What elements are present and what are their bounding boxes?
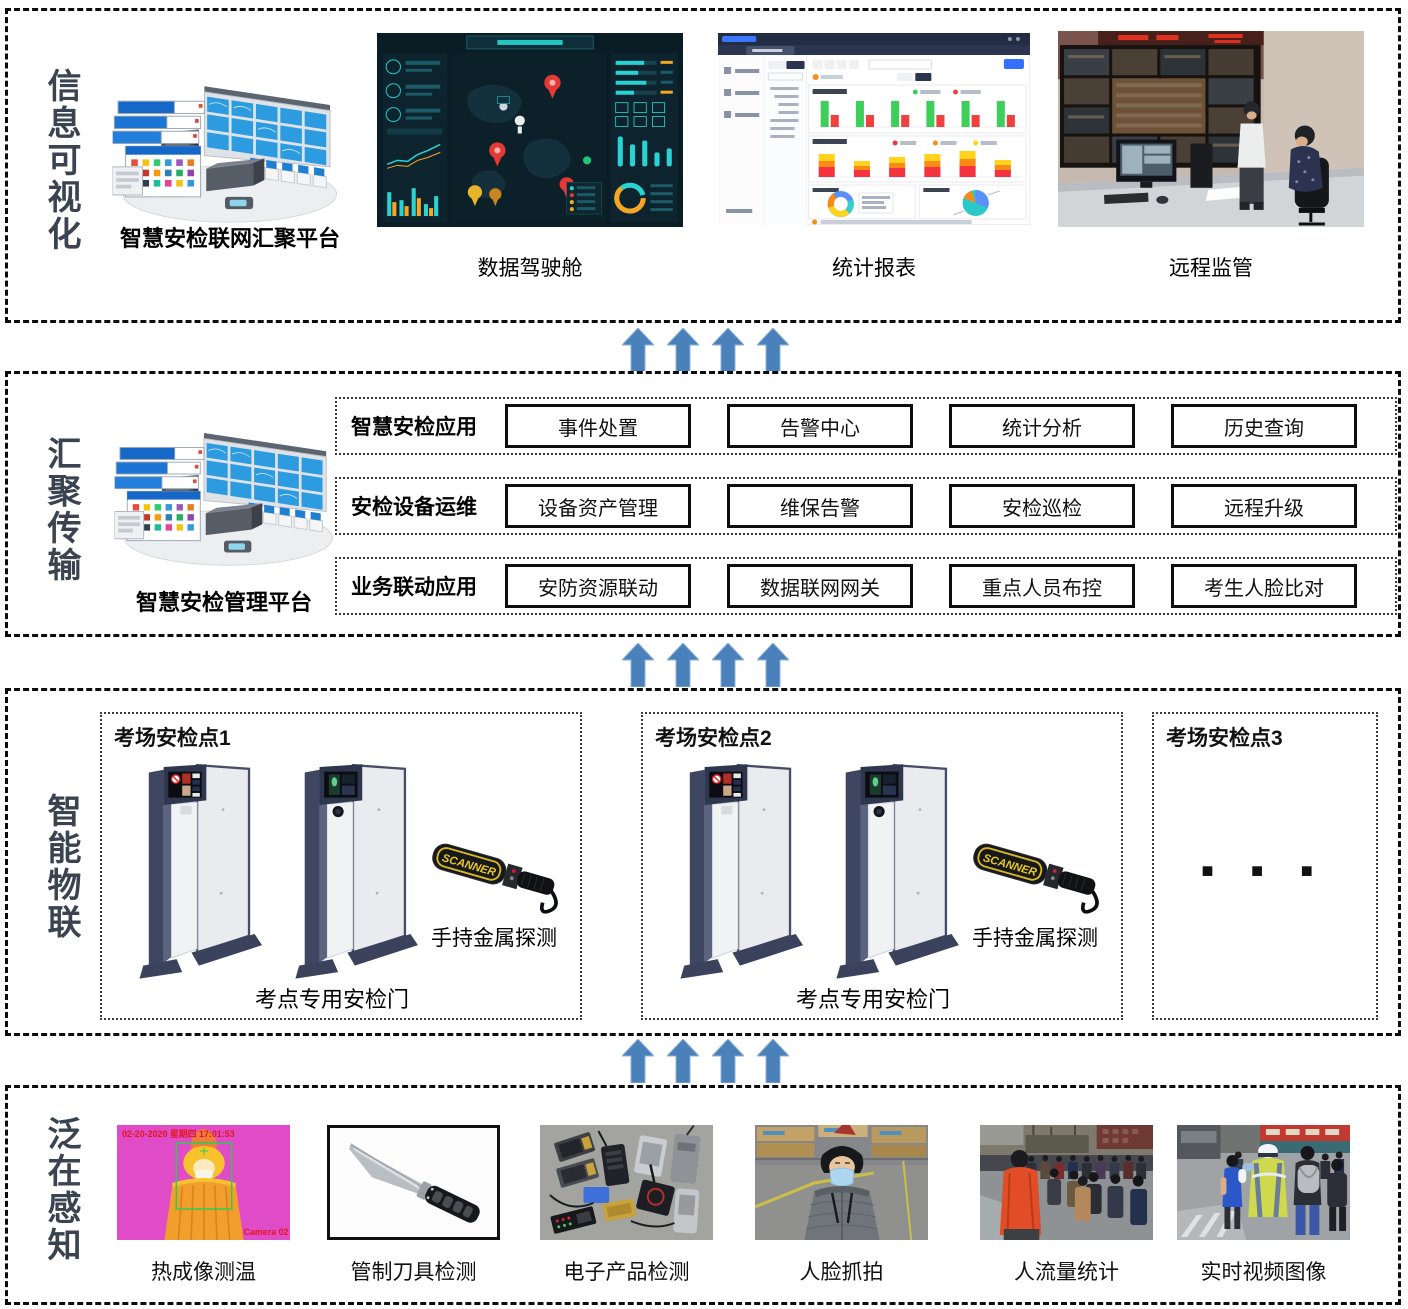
- caption-electronics: 电子产品检测: [563, 1261, 690, 1284]
- photo-remote-supervision: [1058, 31, 1364, 227]
- face-capture-photo-icon: [755, 1125, 928, 1240]
- screenshot-statistics-report: [718, 33, 1030, 225]
- control-room-clipart-icon: [108, 75, 342, 225]
- up-arrow-icon: [667, 328, 699, 372]
- up-arrow-icon: [667, 643, 699, 687]
- thermal-image-icon: [117, 1125, 290, 1240]
- wand-caption: 手持金属探测: [972, 927, 1098, 950]
- checkpoint-title: 考场安检点1: [114, 727, 231, 750]
- data-cockpit-dashboard-icon: [377, 33, 683, 227]
- service-row-label: 安检设备运维: [351, 496, 477, 519]
- statistics-report-app-icon: [718, 33, 1030, 225]
- electronics-photo-icon: [540, 1125, 713, 1240]
- layer-label-sensing: 泛在感知: [42, 1116, 80, 1264]
- service-box-inspection: 安检巡检: [949, 484, 1135, 528]
- metal-detector-wand-icon: [965, 834, 1105, 918]
- handheld-wand-illustration: [424, 834, 564, 918]
- photo-electronics-detection: [540, 1125, 713, 1240]
- service-row-smart-apps: 智慧安检应用 事件处置 告警中心 统计分析 历史查询: [335, 397, 1397, 455]
- walkthrough-gate-icon: [138, 754, 438, 986]
- photo-crowd-statistics: [980, 1125, 1153, 1240]
- handheld-wand-illustration: [965, 834, 1105, 918]
- caption-statistics-report: 统计报表: [832, 257, 916, 280]
- service-box-remote-upgrade: 远程升级: [1171, 484, 1357, 528]
- security-gates-illustration: [679, 754, 979, 986]
- wand-caption: 手持金属探测: [431, 927, 557, 950]
- up-arrow-icon: [712, 643, 744, 687]
- service-box-group: 安防资源联动 数据联网网关 重点人员布控 考生人脸比对: [505, 564, 1395, 608]
- up-arrow-icon: [622, 1039, 654, 1083]
- service-box-group: 设备资产管理 维保告警 安检巡检 远程升级: [505, 484, 1395, 528]
- knife-photo-icon: [330, 1128, 497, 1237]
- service-box-statistical-analysis: 统计分析: [949, 404, 1135, 448]
- street-video-photo-icon: [1177, 1125, 1350, 1240]
- platform-caption-aggregation: 智慧安检联网汇聚平台: [119, 226, 340, 251]
- service-box-data-network-gateway: 数据联网网关: [727, 564, 913, 608]
- layer-sensing: 泛在感知 热成像测温 管制刀具检测 电子产品检测 人脸抓拍 人流量统计 实时视频…: [5, 1085, 1401, 1305]
- arrows-iot-to-visualization: [622, 328, 789, 372]
- service-box-asset-management: 设备资产管理: [505, 484, 691, 528]
- caption-knife: 管制刀具检测: [350, 1261, 477, 1284]
- arrows-sensing-to-iot: [622, 1039, 789, 1083]
- up-arrow-icon: [712, 1039, 744, 1083]
- gate-caption: 考点专用安检门: [795, 987, 950, 1012]
- metal-detector-wand-icon: [424, 834, 564, 918]
- platform-illustration-aggregation: [108, 75, 342, 225]
- layer-visualization: 信息可视化 智慧安检联网汇聚平台 数据驾驶舱 统计报表 远程监管: [5, 8, 1401, 323]
- layer-iot: 智能物联 考场安检点1 手持金属探测 考点专用安检门 考场安检点2 手持金属探测…: [5, 688, 1401, 1036]
- caption-face-capture: 人脸抓拍: [799, 1261, 884, 1284]
- service-box-maintenance-alarm: 维保告警: [727, 484, 913, 528]
- service-box-key-person-control: 重点人员布控: [949, 564, 1135, 608]
- service-box-event-handling: 事件处置: [505, 404, 691, 448]
- arrows-iot-to-transmission: [622, 643, 789, 687]
- up-arrow-icon: [757, 328, 789, 372]
- service-row-label: 业务联动应用: [351, 576, 477, 599]
- service-box-candidate-face-match: 考生人脸比对: [1171, 564, 1357, 608]
- caption-data-cockpit: 数据驾驶舱: [477, 257, 583, 280]
- caption-crowd: 人流量统计: [1014, 1261, 1119, 1284]
- service-box-history-query: 历史查询: [1171, 404, 1357, 448]
- layer-label-iot: 智能物联: [42, 793, 80, 941]
- platform-caption-management: 智慧安检管理平台: [135, 590, 312, 615]
- up-arrow-icon: [757, 643, 789, 687]
- service-box-security-resource-linkage: 安防资源联动: [505, 564, 691, 608]
- photo-realtime-video: [1177, 1125, 1350, 1240]
- checkpoint-2: 考场安检点2 手持金属探测 考点专用安检门: [641, 712, 1123, 1020]
- photo-thermal-imaging: [117, 1125, 290, 1240]
- service-row-device-ops: 安检设备运维 设备资产管理 维保告警 安检巡检 远程升级: [335, 477, 1397, 535]
- checkpoint-3: 考场安检点3 ■ ■ ■: [1152, 712, 1378, 1020]
- checkpoint-title: 考场安检点3: [1166, 727, 1283, 750]
- photo-face-capture: [755, 1125, 928, 1240]
- platform-illustration-management: [112, 422, 336, 568]
- gate-caption: 考点专用安检门: [254, 987, 409, 1012]
- service-box-alarm-center: 告警中心: [727, 404, 913, 448]
- layer-transmission: 汇聚传输 智慧安检管理平台 智慧安检应用 事件处置 告警中心 统计分析 历史查询…: [5, 371, 1401, 637]
- service-box-group: 事件处置 告警中心 统计分析 历史查询: [505, 404, 1395, 448]
- security-gates-illustration: [138, 754, 438, 986]
- photo-knife-detection: [327, 1125, 500, 1240]
- caption-realtime-video: 实时视频图像: [1200, 1261, 1327, 1284]
- checkpoint-title: 考场安检点2: [655, 727, 772, 750]
- layer-label-visualization: 信息可视化: [42, 68, 80, 253]
- caption-remote-supervision: 远程监管: [1169, 257, 1253, 280]
- up-arrow-icon: [622, 643, 654, 687]
- up-arrow-icon: [667, 1039, 699, 1083]
- up-arrow-icon: [622, 328, 654, 372]
- monitoring-room-photo-icon: [1058, 31, 1364, 227]
- service-row-business-linkage: 业务联动应用 安防资源联动 数据联网网关 重点人员布控 考生人脸比对: [335, 557, 1397, 615]
- layer-label-transmission: 汇聚传输: [42, 436, 80, 584]
- more-checkpoints-ellipsis: ■ ■ ■: [1201, 860, 1329, 882]
- checkpoint-1: 考场安检点1 手持金属探测 考点专用安检门: [100, 712, 582, 1020]
- up-arrow-icon: [712, 328, 744, 372]
- caption-thermal: 热成像测温: [151, 1261, 256, 1284]
- control-room-clipart-icon: [112, 422, 336, 568]
- up-arrow-icon: [757, 1039, 789, 1083]
- crowd-photo-icon: [980, 1125, 1153, 1240]
- screenshot-data-cockpit: [377, 33, 683, 227]
- walkthrough-gate-icon: [679, 754, 979, 986]
- service-row-label: 智慧安检应用: [351, 416, 477, 439]
